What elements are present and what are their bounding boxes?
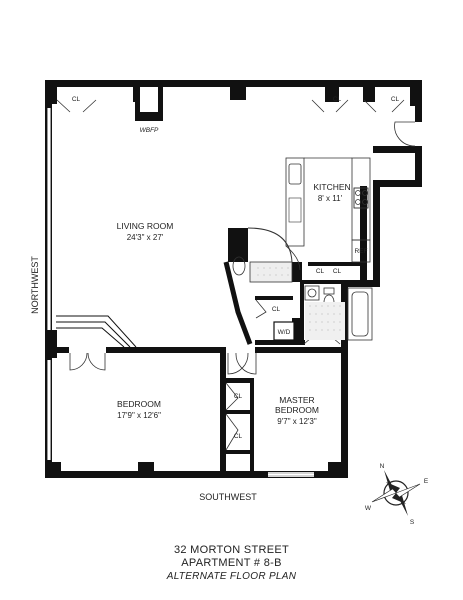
closet-label-top-right: CL xyxy=(391,96,400,103)
compass-e: E xyxy=(424,478,429,485)
compass-n: N xyxy=(380,463,385,470)
master-bedroom-dims: 9'7" x 12'3" xyxy=(277,417,317,426)
closet-label-master-1: CL xyxy=(234,393,243,400)
closet-label-top-left: CL xyxy=(72,96,81,103)
subtitle-line: ALTERNATE FLOOR PLAN xyxy=(166,571,297,582)
kitchen-dims: 8' x 11' xyxy=(318,194,343,203)
compass-s: S xyxy=(410,519,415,526)
compass-w: W xyxy=(365,505,372,512)
tile-pattern xyxy=(257,267,341,331)
closet-label-top-mid: CL xyxy=(333,96,342,103)
living-room-label: LIVING ROOM xyxy=(117,221,174,231)
plan-caption: 32 MORTON STREET APARTMENT # 8-B ALTERNA… xyxy=(0,544,463,583)
fireplace-label: WBFP xyxy=(140,127,159,134)
closet-label-bath: CL xyxy=(272,306,281,313)
washer-dryer-box xyxy=(273,321,295,341)
stove-icon xyxy=(353,187,369,209)
south-window xyxy=(268,472,314,477)
master-bedroom-label-line2: BEDROOM xyxy=(275,405,319,415)
address-line: 32 MORTON STREET xyxy=(173,544,290,556)
diagonal-walls xyxy=(56,261,253,348)
bathroom-fixtures xyxy=(232,227,373,341)
master-bedroom-label-line1: MASTER xyxy=(279,395,314,405)
wd-label: W/D xyxy=(278,329,291,336)
living-room-dims: 24'3" x 27' xyxy=(127,233,164,242)
northwest-label: NORTHWEST xyxy=(30,256,40,314)
west-windows xyxy=(47,108,51,460)
kitchen-label: KITCHEN xyxy=(313,182,350,192)
fireplace xyxy=(135,87,163,121)
apartment-line: APARTMENT # 8-B xyxy=(181,557,282,569)
interior-walls xyxy=(57,186,367,473)
bedroom-dims: 17'9" x 12'6" xyxy=(117,411,161,420)
closet-label-kitchen-1: CL xyxy=(316,268,325,275)
southwest-label: SOUTHWEST xyxy=(199,492,257,502)
compass-rose-icon xyxy=(371,470,421,516)
kitchen-counters xyxy=(285,157,371,271)
dishwasher-icon xyxy=(288,197,302,223)
closet-label-master-2: CL xyxy=(234,433,243,440)
closet-label-kitchen-2: CL xyxy=(333,268,342,275)
bedroom-label: BEDROOM xyxy=(117,399,161,409)
ref-label: REF xyxy=(355,248,368,255)
